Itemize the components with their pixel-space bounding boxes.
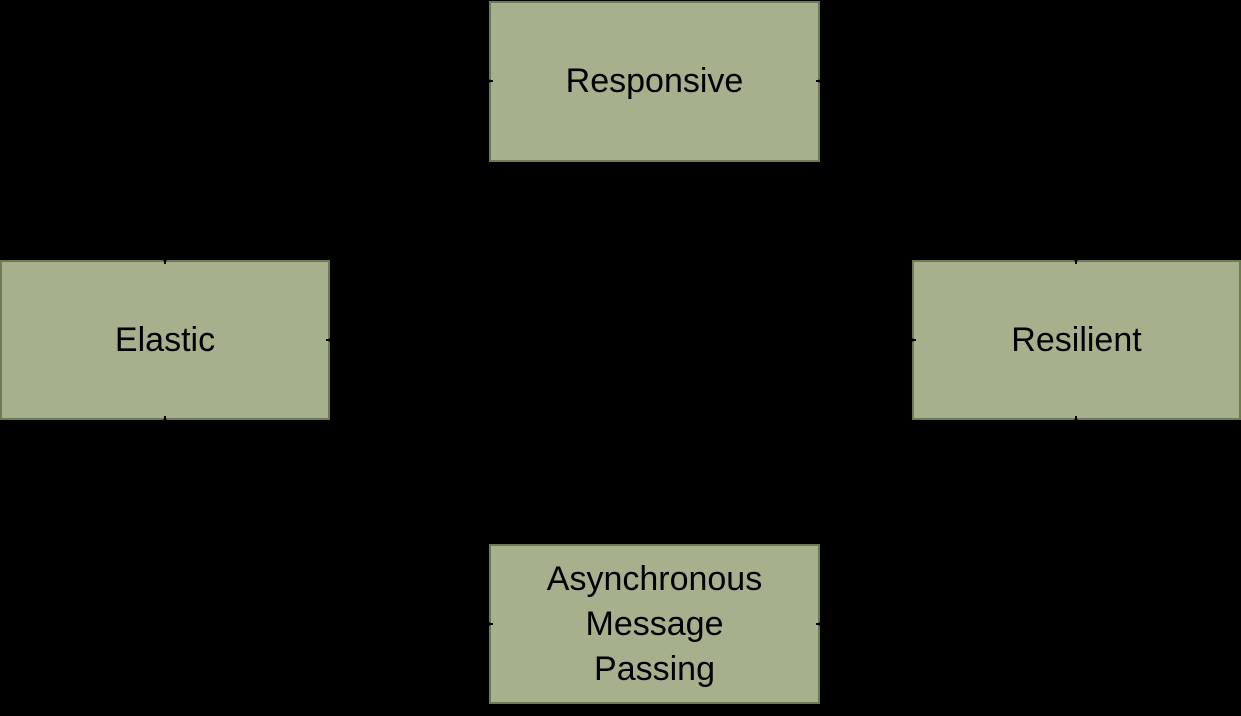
connector-async-message-passing-to-elastic <box>160 416 493 629</box>
node-resilient: Resilient <box>912 260 1241 420</box>
node-elastic-label: Elastic <box>114 320 216 359</box>
connector-async-message-passing-to-resilient <box>816 416 1081 629</box>
connector-responsive-to-elastic <box>160 76 493 264</box>
node-responsive-label: Responsive <box>565 62 744 100</box>
connector-responsive-to-resilient <box>816 76 1081 264</box>
node-async-message-passing: Asynchronous Message Passing <box>489 544 820 704</box>
node-async-message-passing-label: Asynchronous Message Passing <box>546 559 763 688</box>
node-responsive: Responsive <box>489 1 820 162</box>
node-elastic: Elastic <box>0 260 330 420</box>
node-resilient-label: Resilient <box>1011 320 1142 359</box>
